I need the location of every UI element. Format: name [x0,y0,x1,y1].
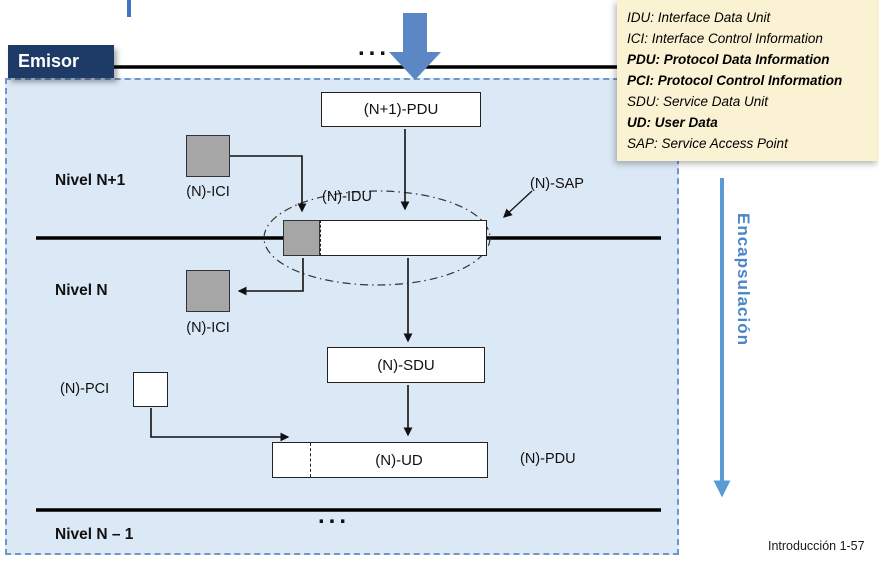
sdu-box: (N)-SDU [327,347,485,383]
decorative-title-line [127,0,131,17]
legend-box: IDU: Interface Data Unit ICI: Interface … [617,0,879,161]
sdu-label: (N)-SDU [377,356,435,374]
legend-item-ici: ICI: Interface Control Information [627,31,823,46]
level-label-n: Nivel N [55,282,108,299]
ellipsis-top: ... [358,34,391,61]
sap-label: (N)-SAP [530,176,584,192]
emisor-panel [5,78,679,555]
encapsulation-label: Encapsulación [734,213,753,346]
pci-divider-line [310,443,311,477]
level-label-n-plus-1: Nivel N+1 [55,172,126,189]
pci-label: (N)-PCI [60,381,110,397]
ud-box: (N)-UD [272,442,488,478]
legend-item-sdu: SDU: Service Data Unit [627,94,769,109]
ud-label: (N)-UD [375,451,423,469]
incoming-data-arrow [389,13,441,80]
n-pdu-label: (N)-PDU [520,451,576,467]
ellipsis-bottom: ... [318,502,351,529]
level-label-n-minus-1: Nivel N – 1 [55,526,134,543]
n1-pdu-box: (N+1)-PDU [321,92,481,127]
legend-item-pdu: PDU: Protocol Data Information [627,52,830,67]
slide-footer: Introducción 1-57 [768,539,865,553]
idu-sdu-segment [320,220,487,256]
emisor-label: Emisor [18,51,80,71]
legend-item-pci: PCI: Protocol Control Information [627,73,843,88]
idu-ici-segment [283,220,320,256]
legend-item-idu: IDU: Interface Data Unit [627,10,771,25]
ici-bottom-box [186,270,230,312]
emisor-header: Emisor [8,45,114,78]
pci-box [133,372,168,407]
n1-pdu-label: (N+1)-PDU [363,101,439,118]
ici-top-label: (N)-ICI [186,184,230,200]
legend-item-sap: SAP: Service Access Point [627,136,788,151]
legend-item-ud: UD: User Data [627,115,718,130]
ici-top-box [186,135,230,177]
ici-bottom-label: (N)-ICI [186,320,230,336]
idu-label: (N)-IDU [322,189,372,205]
